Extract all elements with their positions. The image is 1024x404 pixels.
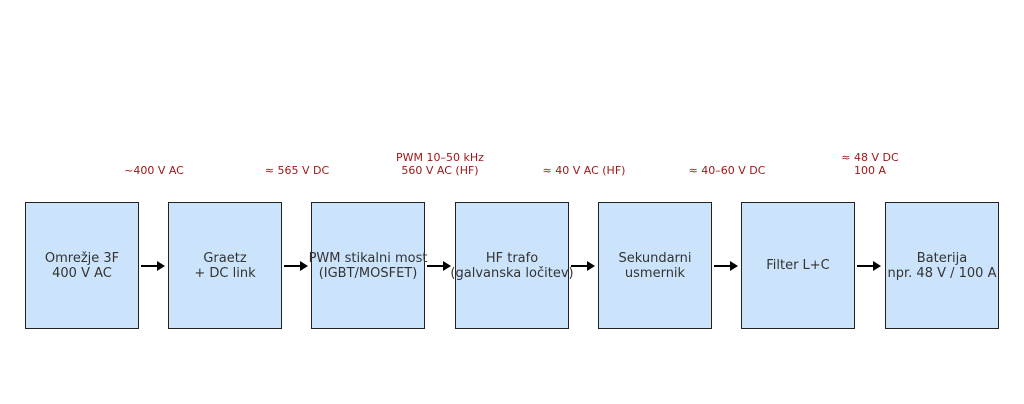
edge-label-6: ≈ 48 V DC 100 A: [841, 151, 899, 177]
block-secondary-rectifier: Sekundarni usmernik: [598, 202, 712, 329]
block-battery: Baterija npr. 48 V / 100 A: [885, 202, 999, 329]
block-hf-transformer: HF trafo (galvanska ločitev): [450, 202, 574, 329]
block-rectifier: Graetz + DC link: [168, 202, 282, 329]
arrow-5: [714, 261, 738, 271]
edge-label-3: PWM 10–50 kHz 560 V AC (HF): [396, 151, 484, 177]
block-pwm-bridge: PWM stikalni most (IGBT/MOSFET): [309, 202, 427, 329]
arrow-6: [857, 261, 881, 271]
block-filter: Filter L+C: [741, 202, 855, 329]
arrow-2: [284, 261, 308, 271]
arrow-3: [427, 261, 451, 271]
block-grid: Omrežje 3F 400 V AC: [25, 202, 139, 329]
arrow-4: [571, 261, 595, 271]
edge-label-4: ≈ 40 V AC (HF): [542, 164, 626, 177]
arrow-1: [141, 261, 165, 271]
edge-label-1: ~400 V AC: [124, 164, 184, 177]
edge-label-5: ≈ 40–60 V DC: [688, 164, 766, 177]
edge-label-2: ≈ 565 V DC: [264, 164, 330, 177]
